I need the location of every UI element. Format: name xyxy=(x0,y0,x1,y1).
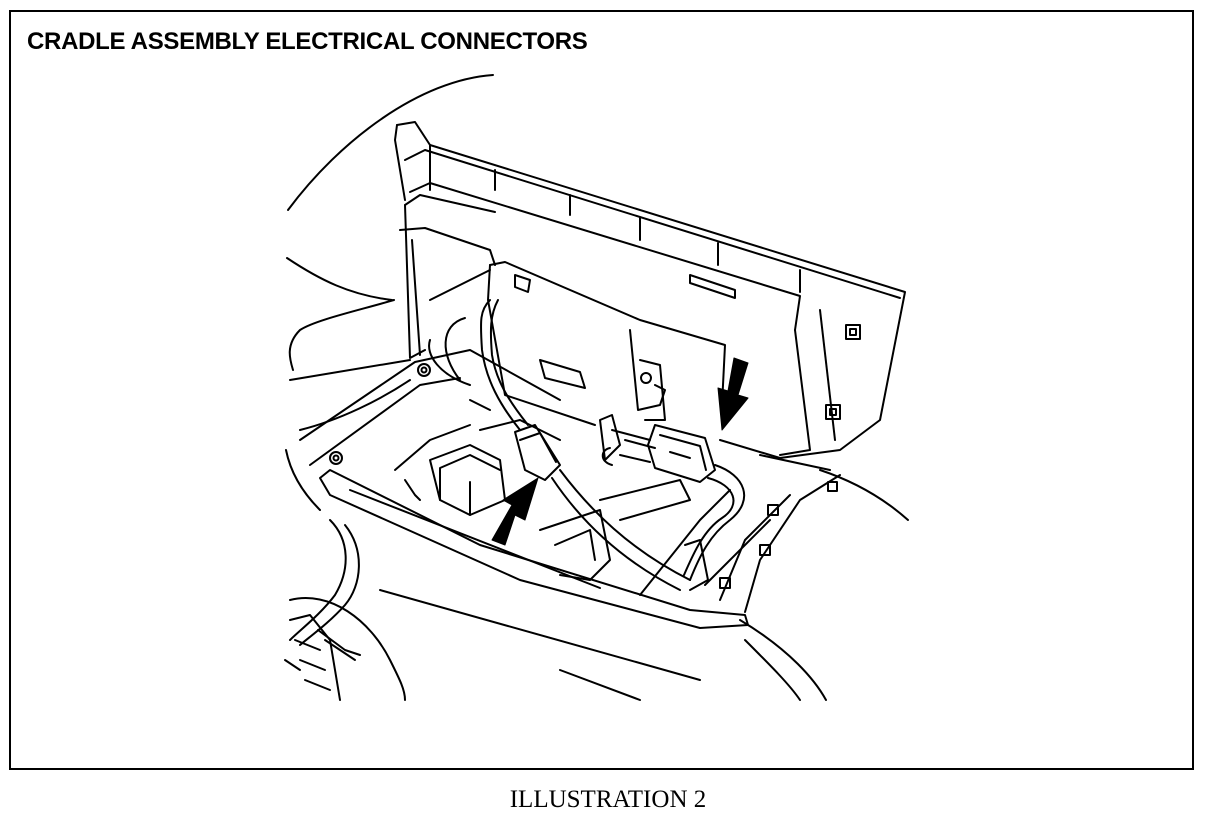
console-outline xyxy=(285,74,909,701)
connector-left xyxy=(514,424,561,481)
figure-title: CRADLE ASSEMBLY ELECTRICAL CONNECTORS xyxy=(27,28,588,55)
module-bracket xyxy=(487,261,726,461)
figure-frame: CRADLE ASSEMBLY ELECTRICAL CONNECTORS xyxy=(9,10,1194,770)
cradle-components xyxy=(394,399,691,581)
console-tub xyxy=(299,269,841,629)
cradle-lid xyxy=(394,121,906,459)
figure-caption: ILLUSTRATION 2 xyxy=(509,786,707,813)
arrow-down-icon xyxy=(717,357,749,431)
side-panel xyxy=(284,519,406,701)
wiring-harness xyxy=(428,299,746,591)
arrow-up-icon xyxy=(491,477,539,546)
connector-right xyxy=(601,424,716,483)
